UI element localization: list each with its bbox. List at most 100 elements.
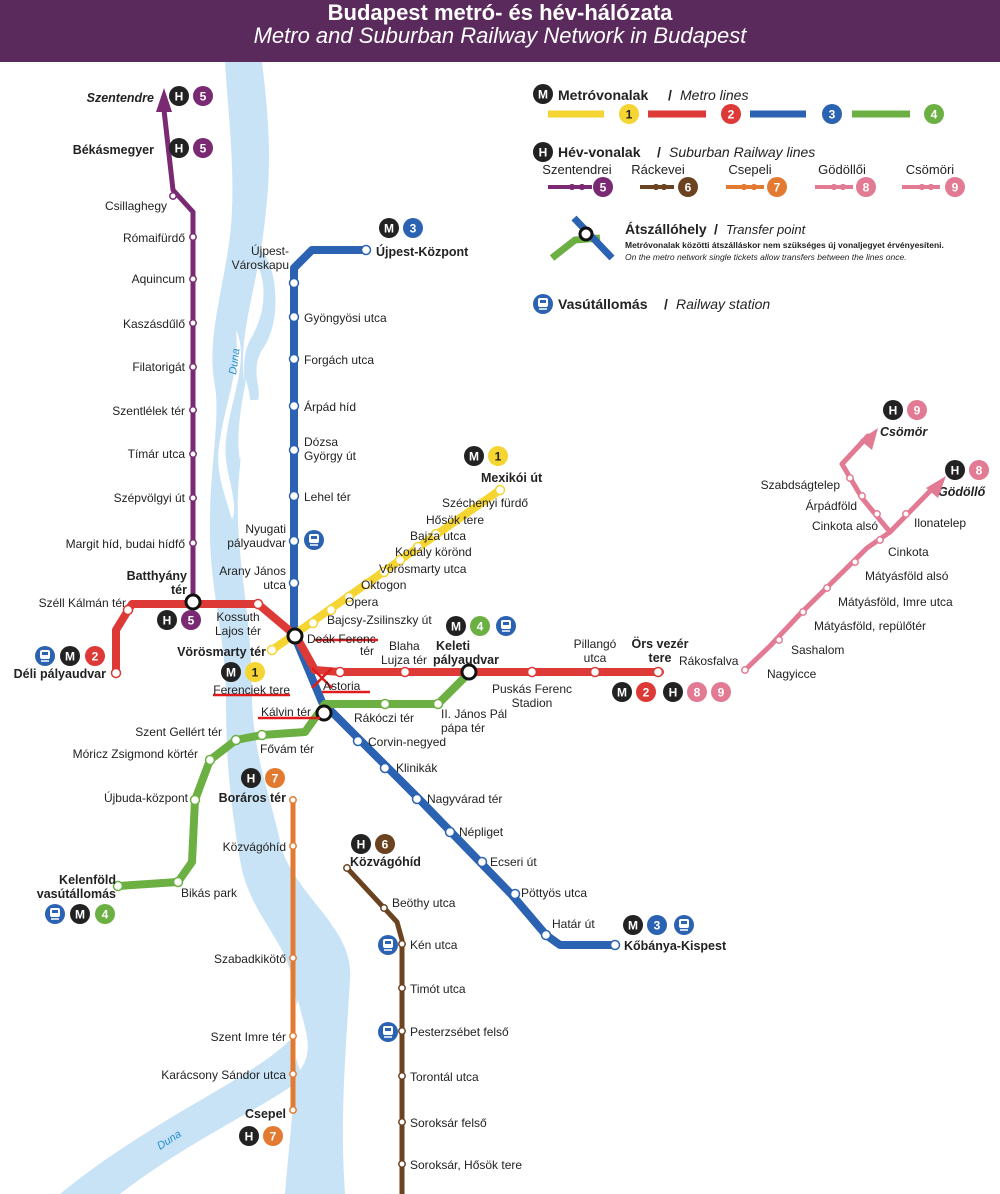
- dot-karacsony[interactable]: [289, 1070, 297, 1078]
- label-kozvagohid-6[interactable]: Közvágóhíd: [350, 855, 421, 869]
- dot-kelenfold[interactable]: [112, 880, 124, 892]
- dot-hosok[interactable]: [412, 541, 424, 553]
- dot-gyongyosi[interactable]: [288, 311, 300, 323]
- label-ferenciek[interactable]: Ferenciek tere: [213, 683, 290, 697]
- label-hatar[interactable]: Határ út: [552, 917, 595, 931]
- label-batthyany-2[interactable]: tér: [171, 583, 187, 597]
- label-szentendre[interactable]: Szentendre: [87, 91, 154, 105]
- label-janos-pal-2[interactable]: pápa tér: [441, 721, 485, 735]
- label-keleti-1[interactable]: Keleti: [436, 639, 470, 653]
- label-timar[interactable]: Tímár utca: [128, 447, 186, 461]
- label-astoria[interactable]: Astoria: [323, 679, 361, 693]
- label-soroksar-h[interactable]: Soroksár, Hősök tere: [410, 1158, 522, 1172]
- label-arpadfold[interactable]: Árpádföld: [806, 498, 857, 513]
- label-dozsa-2[interactable]: György út: [304, 449, 357, 463]
- label-rakosfalva[interactable]: Rákosfalva: [679, 654, 739, 668]
- label-klinikak[interactable]: Klinikák: [396, 761, 438, 775]
- dot-aquincum[interactable]: [189, 275, 197, 283]
- dot-szell[interactable]: [122, 604, 134, 616]
- label-blaha-2[interactable]: Lujza tér: [381, 653, 427, 667]
- dot-szentlelek[interactable]: [189, 406, 197, 414]
- label-soroksar-f[interactable]: Soroksár felső: [410, 1116, 487, 1130]
- dot-bikas[interactable]: [172, 876, 184, 888]
- dot-moricz[interactable]: [204, 754, 216, 766]
- dot-kozvagohid-6[interactable]: [343, 864, 351, 872]
- label-cinkota-also[interactable]: Cinkota alsó: [812, 519, 878, 533]
- dot-nepliget[interactable]: [444, 826, 456, 838]
- label-margit[interactable]: Margit híd, budai hídfő: [66, 537, 186, 551]
- label-nagyicce[interactable]: Nagyicce: [767, 667, 817, 681]
- label-matyas-also[interactable]: Mátyásföld alsó: [865, 569, 949, 583]
- label-szent-imre[interactable]: Szent Imre tér: [211, 1030, 286, 1044]
- dot-lehel[interactable]: [288, 490, 300, 502]
- label-matyas-imre[interactable]: Mátyásföld, Imre utca: [838, 595, 953, 609]
- dot-bajcsy[interactable]: [307, 617, 319, 629]
- label-rakoczi[interactable]: Rákóczi tér: [354, 711, 414, 725]
- label-pesterzsebet[interactable]: Pesterzsébet felső: [410, 1025, 509, 1039]
- label-kalvin[interactable]: Kálvin tér: [261, 705, 311, 719]
- label-hosok[interactable]: Hősök tere: [426, 513, 484, 527]
- label-kaszasdulo[interactable]: Kaszásdűlő: [123, 317, 185, 331]
- dot-kossuth[interactable]: [252, 598, 264, 610]
- dot-szent-imre[interactable]: [289, 1032, 297, 1040]
- label-gyongyosi[interactable]: Gyöngyösi utca: [304, 311, 387, 325]
- dot-ken[interactable]: [398, 940, 406, 948]
- dot-corvin[interactable]: [352, 735, 364, 747]
- label-szabadkikoto[interactable]: Szabadkikötő: [214, 952, 286, 966]
- label-bajcsy[interactable]: Bajcsy-Zsilinszky út: [327, 613, 432, 627]
- dot-csillaghegy[interactable]: [169, 192, 177, 200]
- label-ors-2[interactable]: tere: [649, 651, 672, 665]
- line-h9[interactable]: [839, 433, 893, 535]
- dot-arany[interactable]: [288, 577, 300, 589]
- label-opera[interactable]: Opera: [345, 595, 379, 609]
- dot-torontal[interactable]: [398, 1072, 406, 1080]
- dot-soroksar-h[interactable]: [398, 1160, 406, 1168]
- label-szell[interactable]: Széll Kálmán tér: [39, 596, 126, 610]
- dot-beothy[interactable]: [380, 904, 388, 912]
- dot-matyas-imre[interactable]: [823, 584, 831, 592]
- label-pillango-2[interactable]: utca: [584, 651, 607, 665]
- label-lehel[interactable]: Lehel tér: [304, 490, 351, 504]
- label-arany-2[interactable]: utca: [263, 578, 286, 592]
- label-romaifurdo[interactable]: Rómaifürdő: [123, 231, 185, 245]
- label-puskas-1[interactable]: Puskás Ferenc: [492, 682, 572, 696]
- dot-rakoczi[interactable]: [379, 698, 391, 710]
- label-arpad[interactable]: Árpád híd: [304, 399, 356, 414]
- label-csillaghegy[interactable]: Csillaghegy: [105, 199, 167, 213]
- label-godollo[interactable]: Gödöllő: [938, 485, 986, 499]
- label-szabadsagtelep[interactable]: Szabdságtelep: [761, 478, 841, 492]
- label-bikas[interactable]: Bikás park: [181, 886, 238, 900]
- dot-timot[interactable]: [398, 984, 406, 992]
- dot-szabadsagtelep[interactable]: [846, 474, 854, 482]
- label-cinkota[interactable]: Cinkota: [888, 545, 929, 559]
- label-boraros[interactable]: Boráros tér: [219, 791, 287, 805]
- dot-vorosmarty-u[interactable]: [361, 578, 373, 590]
- dot-matyas-rep[interactable]: [799, 608, 807, 616]
- label-ujpest-vk-1[interactable]: Újpest-: [251, 243, 289, 258]
- label-timot[interactable]: Timót utca: [410, 982, 466, 996]
- label-gellert[interactable]: Szent Gellért tér: [135, 725, 222, 739]
- dot-oktogon[interactable]: [343, 591, 355, 603]
- label-matyas-rep[interactable]: Mátyásföld, repülőtér: [814, 619, 926, 633]
- dot-soroksar-f[interactable]: [398, 1118, 406, 1126]
- label-bajza[interactable]: Bajza utca: [410, 529, 466, 543]
- label-aquincum[interactable]: Aquincum: [132, 272, 185, 286]
- dot-cinkota-also[interactable]: [873, 510, 881, 518]
- label-nagyvarad[interactable]: Nagyvárad tér: [427, 792, 502, 806]
- dot-ors[interactable]: [652, 666, 664, 678]
- dot-ecseri[interactable]: [476, 856, 488, 868]
- label-ujbuda[interactable]: Újbuda-központ: [104, 790, 189, 805]
- label-sashalom[interactable]: Sashalom: [791, 643, 844, 657]
- label-bekasmegyer[interactable]: Békásmegyer: [73, 143, 154, 157]
- dot-kozvagohid-7[interactable]: [289, 842, 297, 850]
- dot-szechenyi[interactable]: [430, 528, 442, 540]
- label-oktogon[interactable]: Oktogon: [361, 578, 406, 592]
- label-nyugati-1[interactable]: Nyugati: [245, 522, 286, 536]
- label-szepvolgyi[interactable]: Szépvölgyi út: [114, 491, 186, 505]
- label-janos-pal-1[interactable]: II. János Pál: [441, 707, 507, 721]
- label-pottyos[interactable]: Pöttyös utca: [521, 886, 587, 900]
- label-torontal[interactable]: Torontál utca: [410, 1070, 479, 1084]
- label-nepliget[interactable]: Népliget: [459, 825, 504, 839]
- dot-gellert[interactable]: [230, 734, 242, 746]
- label-karacsony[interactable]: Karácsony Sándor utca: [161, 1068, 286, 1082]
